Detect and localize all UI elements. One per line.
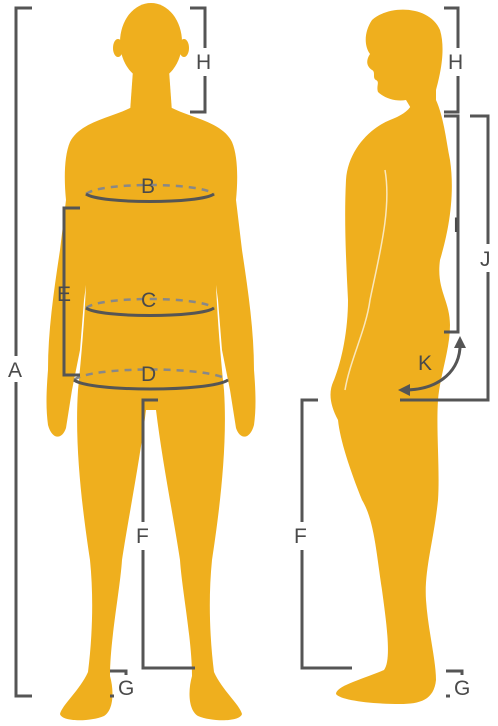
label-a: A: [8, 359, 22, 382]
label-k: K: [418, 352, 432, 375]
label-h-front: H: [196, 51, 211, 74]
label-f-front: F: [136, 525, 149, 548]
label-i: I: [453, 214, 459, 237]
label-g-side: G: [454, 677, 470, 700]
side-figure: [331, 10, 452, 704]
side-body: [331, 100, 452, 704]
front-figure: [47, 3, 256, 720]
label-b: B: [141, 175, 155, 198]
label-g-front: G: [118, 677, 134, 700]
label-c: C: [141, 289, 156, 312]
label-f-side: F: [294, 525, 307, 548]
label-d: D: [141, 363, 156, 386]
side-head: [366, 10, 443, 110]
label-j: J: [480, 248, 491, 271]
front-torso: [47, 108, 256, 720]
label-e: E: [57, 283, 71, 306]
label-h-side: H: [448, 51, 463, 74]
front-head: [120, 3, 182, 81]
a-bracket: [16, 8, 32, 696]
